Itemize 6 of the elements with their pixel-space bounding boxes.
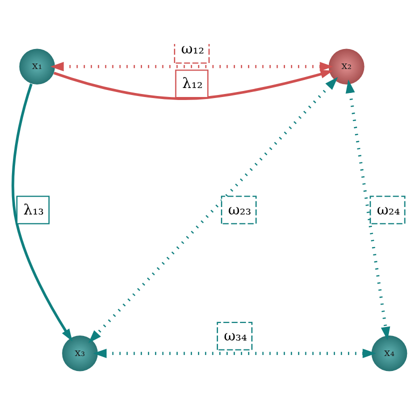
edge-label: λ₁₃	[23, 202, 44, 218]
edge-label: ω₁₂	[181, 42, 204, 58]
edge-label: ω₂₃	[228, 202, 252, 218]
edge-label: ω₂₄	[376, 202, 400, 218]
edge-label: ω₃₄	[224, 328, 248, 344]
edge-label: λ₁₂	[182, 76, 203, 92]
